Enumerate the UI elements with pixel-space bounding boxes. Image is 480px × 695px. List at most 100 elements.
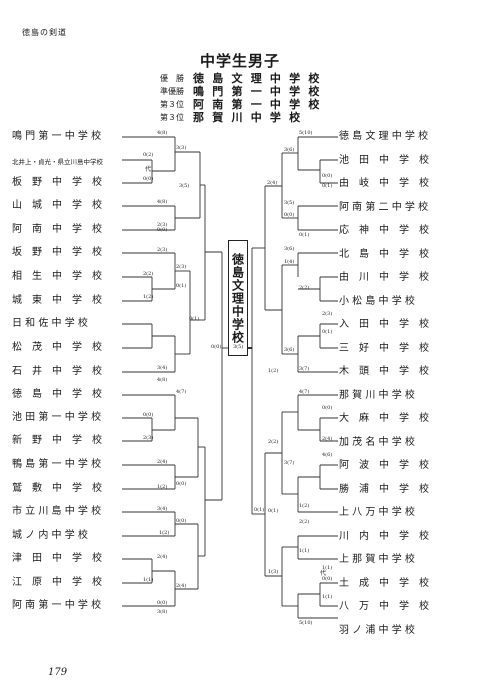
right-team: 上 那 賀 中 学 校 [339,554,415,565]
match-score: 1(2) [268,368,279,374]
right-team: 羽 ノ 浦 中 学 校 [339,624,415,636]
match-score: 2(2) [268,439,279,445]
left-team: 江 原 中 学 校 [12,577,102,588]
match-score: 3(5) [179,183,190,189]
result-rank: 第３位 [160,113,184,122]
match-score: 0(0) [157,600,168,606]
right-team: 川 内 中 学 校 [339,530,429,542]
result-team: 徳 島 文 理 中 学 校 [193,72,322,85]
left-team: 鴨 島 第 一 中 学 校 [12,459,102,470]
page-title: 中学生男子 [199,52,280,70]
match-score: 0(0) [143,412,154,418]
match-score: 3(3) [176,145,187,151]
left-team: 鷲 敷 中 学 校 [12,483,102,494]
match-score: 0(1) [189,316,200,322]
page-number: 179 [48,667,68,678]
match-score: 0(0) [322,405,333,411]
match-score: 0(0) [211,344,222,350]
match-score: 2(2) [143,271,154,277]
match-score: 4(6) [322,452,333,458]
match-score: 3(4) [157,506,168,512]
left-team: 相 生 中 学 校 [12,271,102,282]
left-team: 市 立 川 島 中 学 校 [12,506,102,517]
match-score: 1(2) [299,503,310,509]
result-rank: 優 勝 [160,74,184,83]
page-header: 徳島の剣道 [22,28,67,37]
right-team: 八 万 中 学 校 [339,601,429,612]
match-score: 0(1) [322,329,333,335]
match-score: 1(1) [322,565,333,571]
left-team: 北井上・貞光・県立川島中学校 [12,158,103,166]
match-score: 2(2) [299,519,310,525]
match-score: 2(3) [176,264,187,270]
right-team: 木 頭 中 学 校 [339,366,429,377]
match-score: 4(8) [157,377,168,383]
right-team: 勝 浦 中 学 校 [339,483,429,495]
right-team: 池 田 中 学 校 [339,154,429,166]
match-score: 1(1) [143,577,154,583]
left-team: 城 東 中 学 校 [12,295,102,306]
left-team: 鳴 門 第 一 中 学 校 [12,131,102,142]
right-team: 由 川 中 学 校 [339,272,429,283]
result-row: 準優勝鳴 門 第 一 中 学 校 [160,85,322,98]
right-team: 入 田 中 学 校 [339,319,429,330]
match-score: 2(3) [143,435,154,441]
match-score: 2(3) [157,247,168,253]
match-score: 0(1) [299,232,310,238]
match-score: 5(10) [299,130,313,136]
match-score: 0(0) [322,576,333,582]
match-score: 4(8) [157,130,168,136]
match-score: 0(0) [284,212,295,218]
match-score: 1(1) [322,594,333,600]
left-team: 山 城 中 学 校 [12,200,102,211]
match-score: 1(2) [157,484,168,490]
match-score: 3(7) [284,460,295,466]
match-score: 3(6) [284,246,295,252]
right-team: 由 岐 中 学 校 [339,178,429,189]
match-score: 4(8) [157,199,168,205]
right-team: 三 好 中 学 校 [339,342,429,354]
left-team: 池 田 第 一 中 学 校 [12,412,102,423]
champion-box: 徳島文理中学校 [228,240,248,356]
result-row: 第３位那 賀 川 中 学 校 [160,111,322,124]
match-score: 3(5) [284,200,295,206]
right-team: 北 島 中 学 校 [339,248,429,260]
match-score: 0(1) [322,183,333,189]
match-score: 1(4) [284,259,295,265]
representative-mark: 代 [145,166,152,173]
match-score: 1(2) [159,530,170,536]
left-team: 新 野 中 学 校 [12,435,102,446]
match-score: 2(4) [157,554,168,560]
result-team: 阿 南 第 一 中 学 校 [193,98,322,111]
right-team: 阿 波 中 学 校 [339,460,429,471]
left-team: 津 田 中 学 校 [12,553,102,564]
right-bracket-lines [246,136,338,619]
right-team: 土 成 中 学 校 [339,577,429,589]
right-team: 大 麻 中 学 校 [339,413,429,424]
match-score: 1(1) [299,548,310,554]
left-team: 坂 野 中 学 校 [12,247,102,258]
right-team: 徳 島 文 理 中 学 校 [339,131,429,142]
match-score: 2(3) [322,311,333,317]
right-team: 阿 南 第 二 中 学 校 [339,201,429,213]
result-team: 那 賀 川 中 学 校 [193,111,303,124]
match-score: 4(7) [299,389,310,395]
result-row: 第３位阿 南 第 一 中 学 校 [160,98,322,111]
left-team: 徳 島 中 学 校 [12,389,102,400]
match-score: 3(4) [157,365,168,371]
match-score: 0(1) [254,507,265,513]
left-team: 日 和 佐 中 学 校 [12,318,88,329]
left-team: 阿 南 第 一 中 学 校 [12,600,102,611]
right-team: 那 賀 川 中 学 校 [339,389,415,401]
match-score: 3(6) [284,147,295,153]
match-score: 2(2) [299,285,310,291]
match-score: 3(5) [233,344,244,350]
right-team: 加 茂 名 中 学 校 [339,436,415,448]
match-score: 1(2) [143,294,154,300]
results-summary: 優 勝徳 島 文 理 中 学 校 準優勝鳴 門 第 一 中 学 校 第３位阿 南… [160,72,322,124]
right-team: 応 神 中 学 校 [339,225,429,236]
right-team: 上 八 万 中 学 校 [339,507,415,518]
match-score: 2(4) [267,180,278,186]
left-team: 阿 南 中 学 校 [12,224,102,235]
left-team: 城 ノ 内 中 学 校 [12,530,88,541]
